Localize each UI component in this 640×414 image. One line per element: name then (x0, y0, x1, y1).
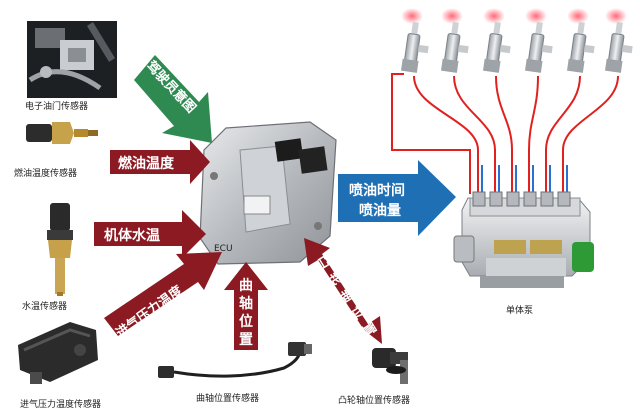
injector-spray (401, 8, 423, 24)
arrow-intake (104, 252, 222, 336)
return-line (391, 73, 471, 194)
svg-text:曲: 曲 (239, 277, 253, 294)
fuel-temp-sensor-image (26, 122, 98, 144)
injector (483, 21, 511, 73)
fuel-line (545, 75, 581, 200)
unit-pump-image (453, 191, 594, 288)
arrow-output (338, 160, 456, 236)
caption-throttle-sensor: 电子油门传感器 (25, 102, 89, 112)
pump-element (472, 191, 486, 207)
fuel-line (562, 75, 619, 200)
label-crank: 曲 轴 位 置 (239, 277, 253, 348)
label-output-line2: 喷油量 (359, 202, 401, 219)
arrow-crank (224, 262, 268, 350)
label-engine-temp: 机体水温 (104, 227, 160, 244)
fuel-line (453, 75, 496, 200)
ecu-image (199, 121, 337, 265)
svg-text:轴: 轴 (239, 295, 253, 312)
injector-spray (567, 8, 589, 24)
water-temp-sensor-image (47, 203, 73, 296)
fuel-line (413, 75, 479, 200)
svg-text:位: 位 (239, 313, 253, 330)
arrow-engine-temp (94, 210, 206, 258)
pump-element (557, 191, 571, 207)
caption-water-temp-sensor: 水温传感器 (22, 302, 68, 312)
injector (605, 21, 633, 73)
caption-intake-sensor: 进气压力温度传感器 (20, 400, 102, 410)
pump-element (540, 191, 554, 207)
injector-spray (441, 8, 463, 24)
intake-sensor-image (18, 322, 98, 384)
arrow-cam (304, 238, 382, 344)
label-fuel-temp: 燃油温度 (118, 155, 175, 172)
injector-spray (525, 8, 547, 24)
label-cam: 凸 轮 轴 位 置 (315, 252, 379, 339)
pump-element (523, 191, 537, 207)
injector (525, 21, 553, 73)
arrow-fuel-temp (110, 140, 210, 184)
fuel-line (528, 75, 539, 200)
injector (441, 21, 469, 73)
svg-text:置: 置 (239, 331, 253, 348)
throttle-sensor-image (27, 21, 117, 98)
injector-spray (483, 8, 505, 24)
injector-spray (605, 8, 627, 24)
fuel-line (495, 75, 513, 200)
caption-unit-pump: 单体泵 (506, 306, 534, 316)
injector (401, 21, 429, 73)
injector-group (391, 8, 633, 200)
pump-element (489, 191, 503, 207)
caption-crank-sensor: 曲轴位置传感器 (196, 394, 260, 404)
caption-cam-sensor: 凸轮轴位置传感器 (338, 396, 411, 406)
injector (567, 21, 595, 73)
cam-sensor-image (372, 348, 408, 384)
arrow-driver-intent (134, 55, 212, 143)
label-output-line1: 喷油时间 (349, 182, 405, 199)
caption-ecu: ECU (214, 244, 233, 254)
crank-sensor-image (158, 342, 312, 378)
caption-fuel-temp-sensor: 燃油温度传感器 (14, 169, 78, 179)
pump-element (506, 191, 520, 207)
